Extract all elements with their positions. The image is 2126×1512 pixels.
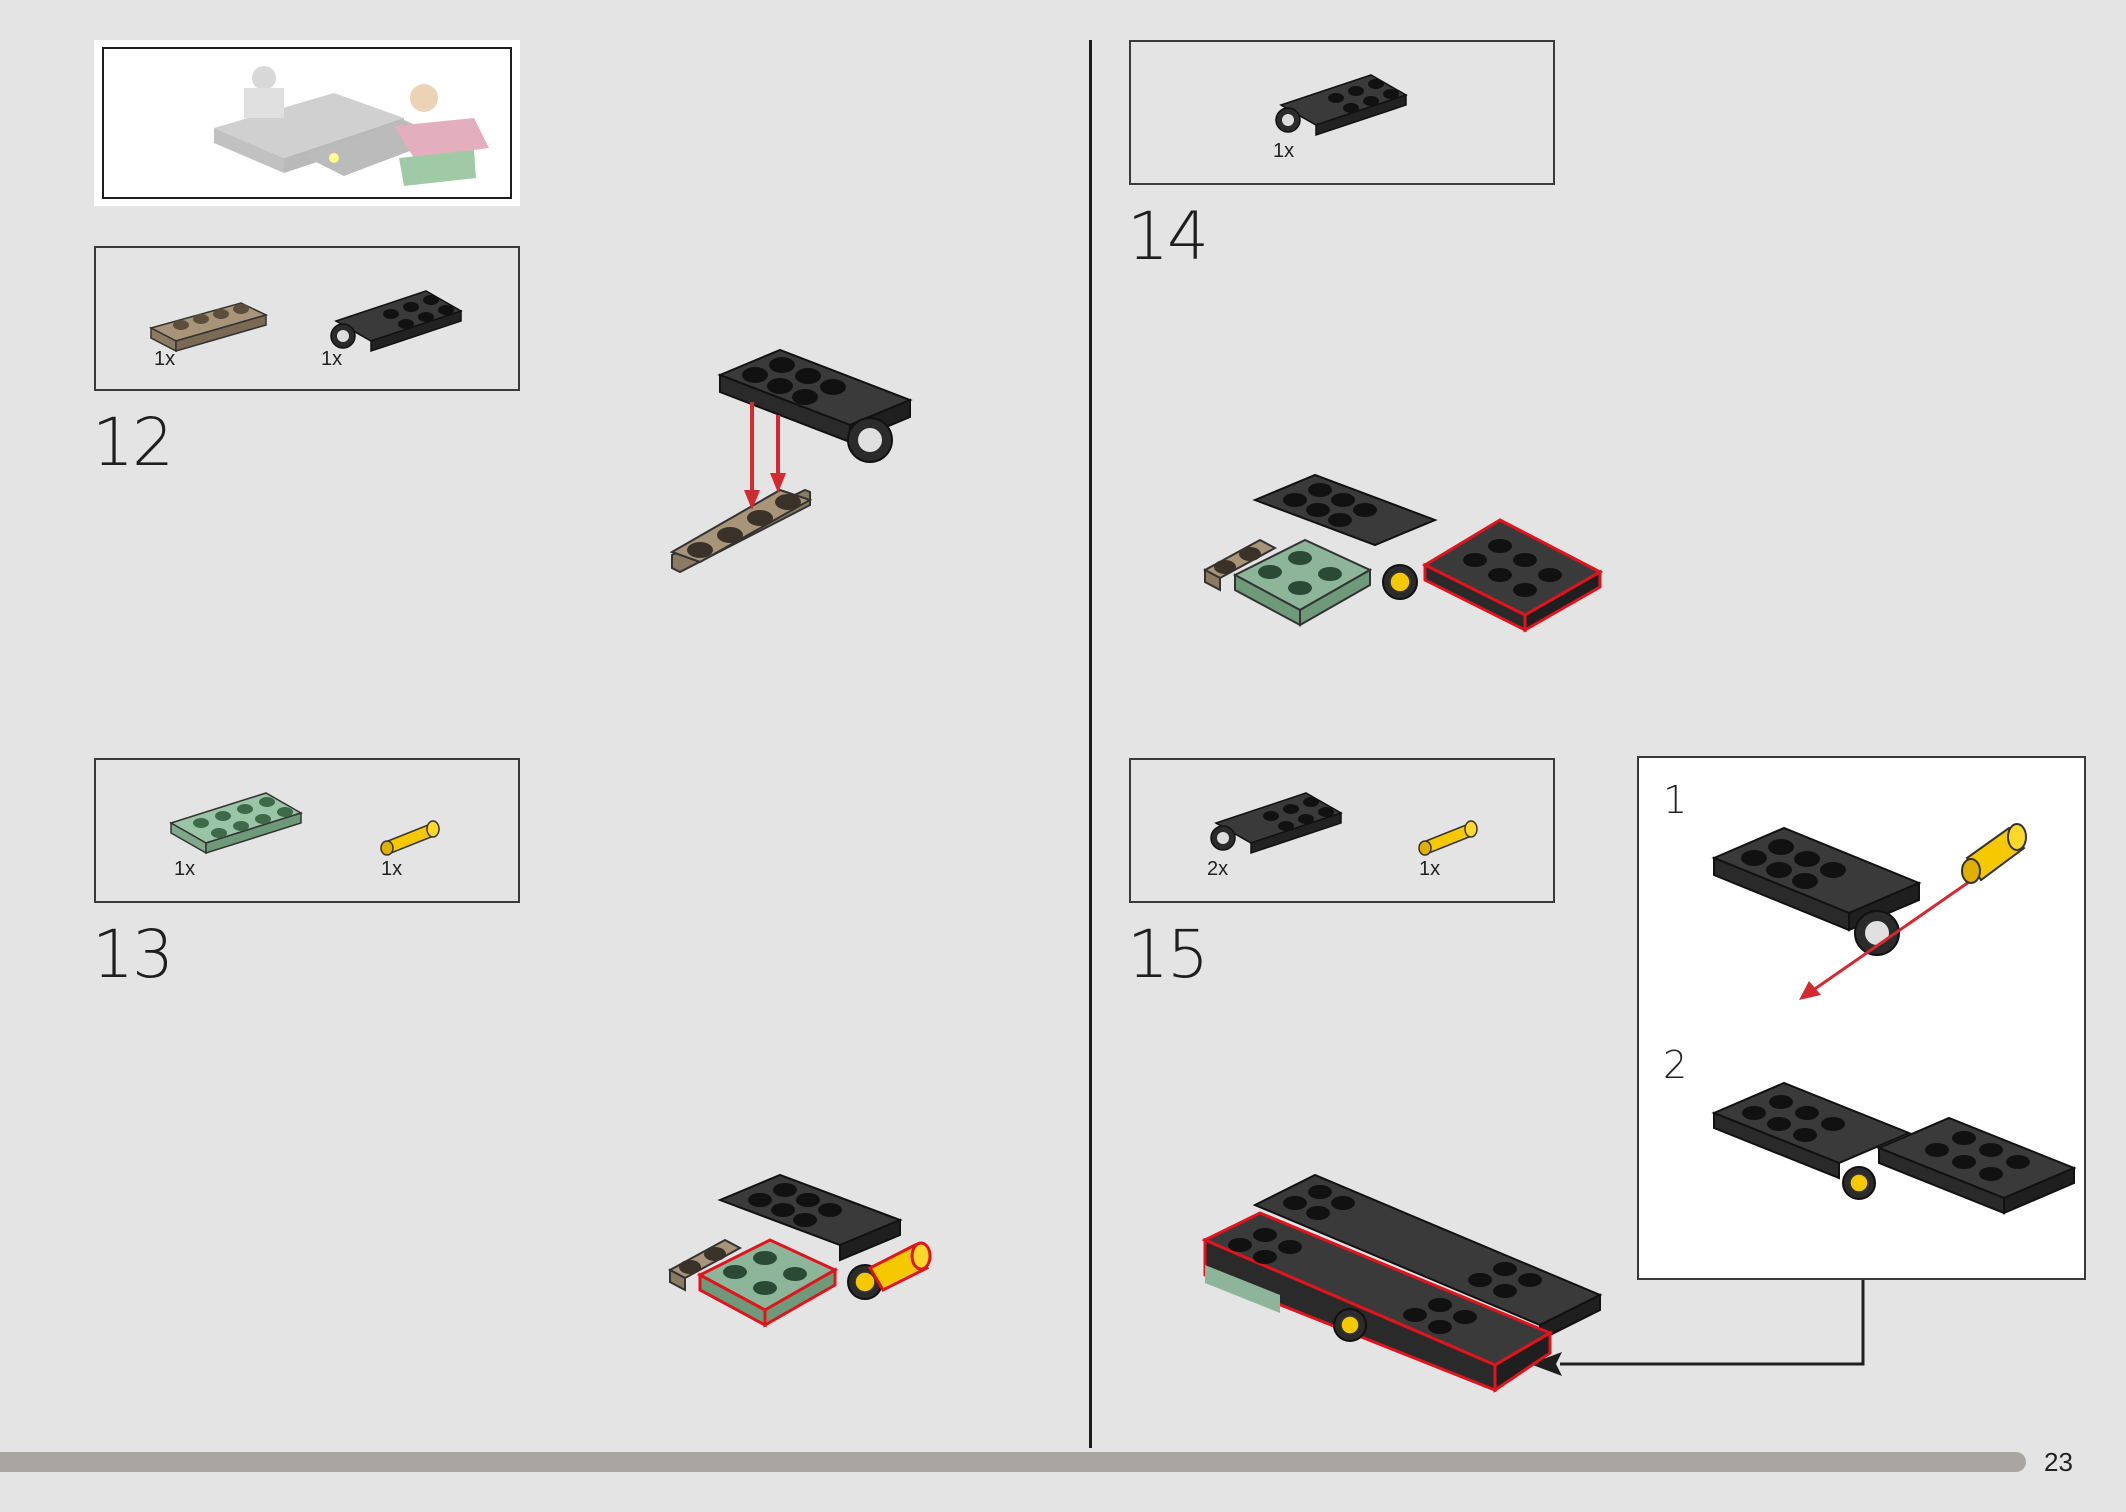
callout-connector-arrow	[1530, 1280, 1865, 1376]
tan-plate-1x4-icon	[148, 302, 269, 353]
step-12-number: 12	[92, 404, 174, 481]
black-plate-hinge-icon	[330, 290, 463, 353]
step-15-assembly	[1201, 1173, 1603, 1393]
step-15-part-1-qty: 2x	[1207, 858, 1229, 880]
step-15-part-2-qty: 1x	[1419, 858, 1441, 880]
model-overview-box	[94, 40, 520, 206]
substep-1-number: 1	[1663, 778, 1688, 822]
step-14-parts-box: 1x	[1129, 40, 1555, 185]
black-plate-hinge-icon	[1210, 792, 1343, 855]
substep-2-image	[1711, 1081, 2077, 1215]
page-divider	[1089, 40, 1092, 1448]
step-13-assembly	[667, 1173, 932, 1328]
step-13-number: 13	[92, 916, 174, 993]
substep-2-number: 2	[1663, 1043, 1688, 1087]
sand-green-plate-2x4-icon	[169, 792, 303, 855]
black-plate-hinge-icon	[1275, 74, 1408, 137]
yellow-pin-icon	[380, 820, 440, 856]
yellow-pin-icon	[1418, 820, 1478, 856]
step-13-parts-box: 1x 1x	[94, 758, 520, 903]
step-12-part-2-qty: 1x	[321, 348, 343, 370]
model-overview-image	[214, 66, 489, 186]
step-15-number: 15	[1127, 916, 1209, 993]
step-12-assembly	[669, 348, 913, 574]
step-15-parts-box: 2x 1x	[1129, 758, 1555, 903]
step-14-assembly	[1202, 473, 1604, 633]
step-14-part-1-qty: 1x	[1273, 140, 1295, 162]
step-12-part-1-qty: 1x	[154, 348, 176, 370]
page-number: 23	[2044, 1447, 2073, 1477]
progress-bar	[0, 1452, 2026, 1472]
step-15-subassembly-callout: 1 2	[1637, 756, 2086, 1280]
step-14-number: 14	[1127, 198, 1209, 275]
step-12-parts-box: 1x 1x	[94, 246, 520, 391]
step-13-part-2-qty: 1x	[381, 858, 403, 880]
step-13-part-1-qty: 1x	[174, 858, 196, 880]
substep-1-image	[1711, 823, 2027, 1000]
